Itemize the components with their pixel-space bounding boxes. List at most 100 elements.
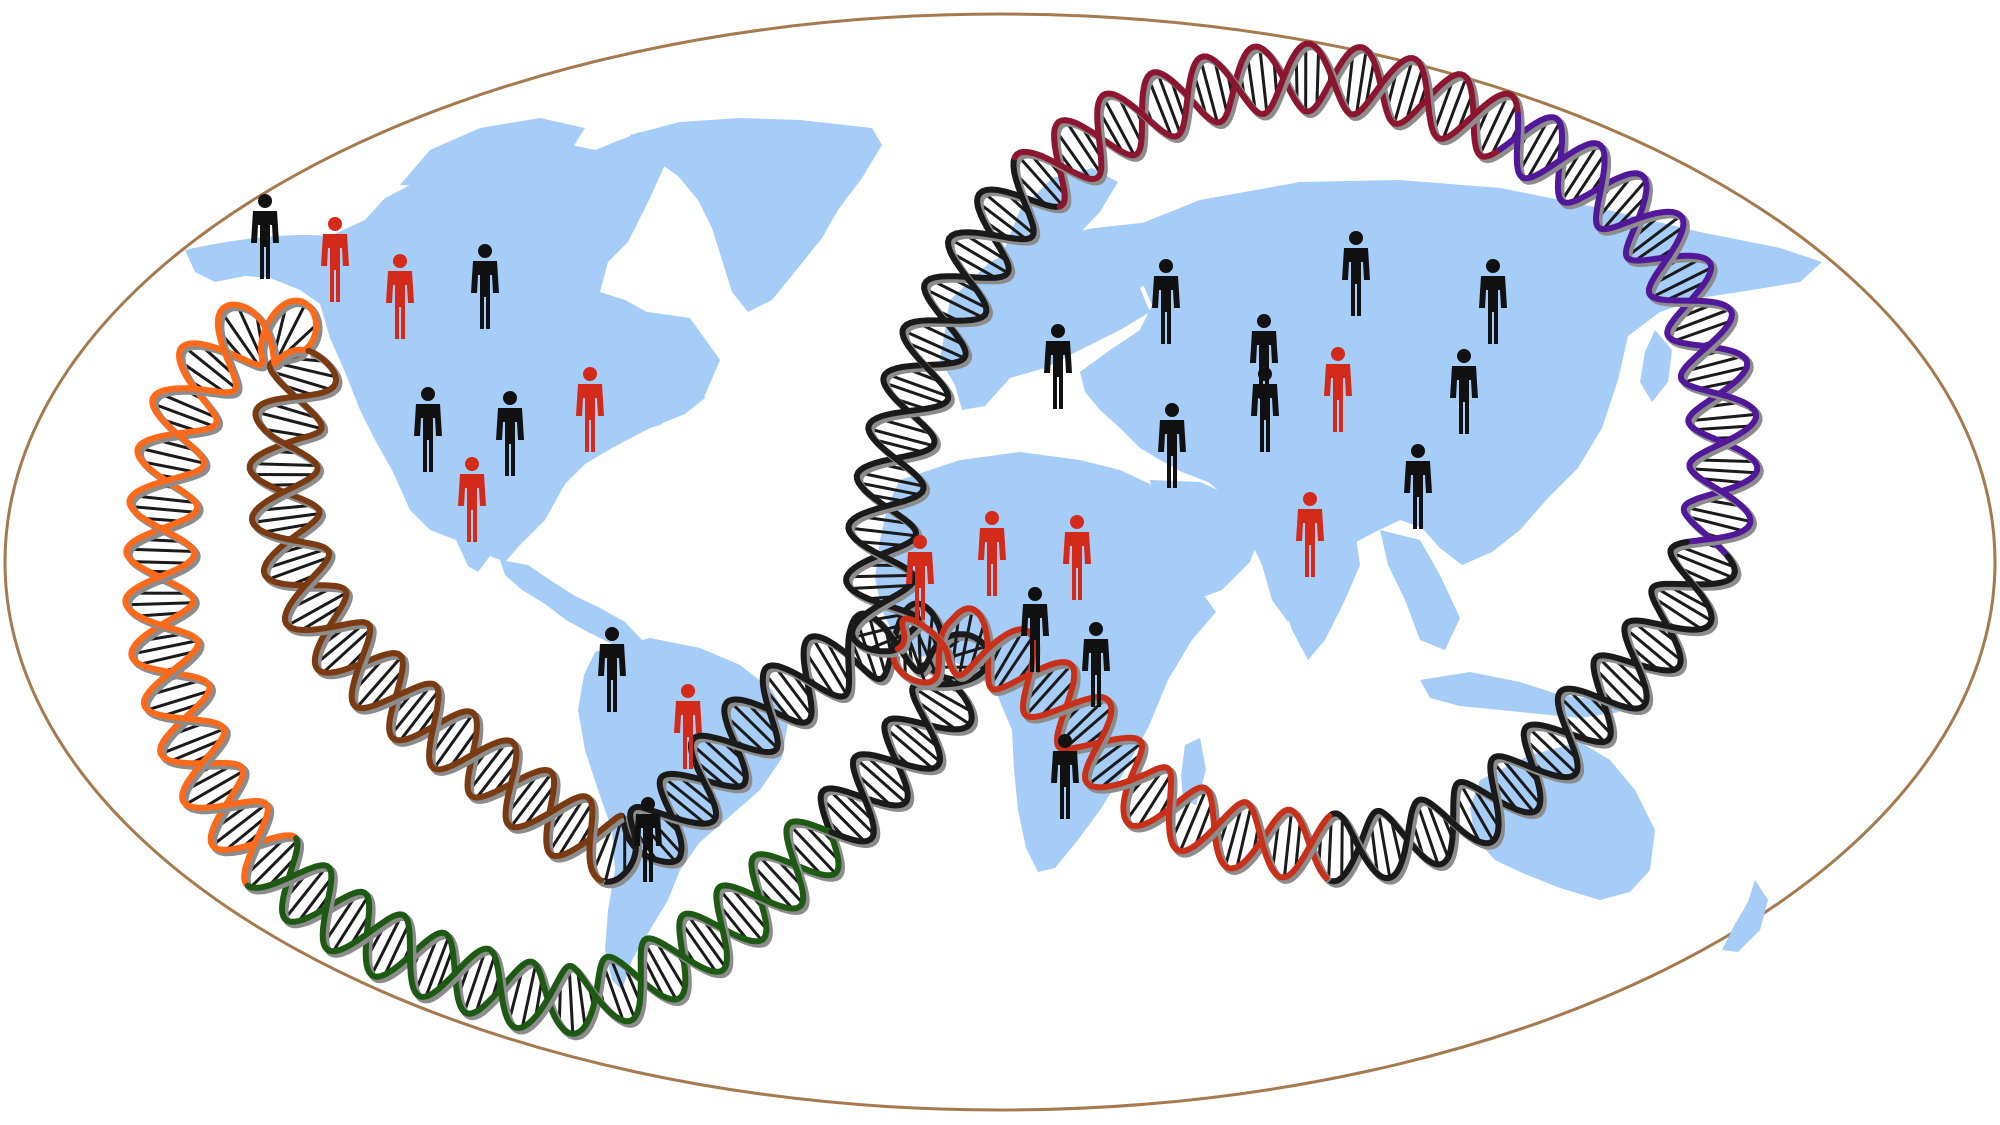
- helix-old-world-base-pair: [1490, 759, 1535, 813]
- helix-americas-base-pair: [762, 670, 805, 724]
- helix-old-world-base-pair: [1674, 319, 1731, 343]
- helix-americas-base-pair: [178, 360, 226, 394]
- helix-old-world-base-pair: [1040, 680, 1075, 717]
- person-figure-black: [1051, 734, 1079, 819]
- helix-americas-base-pair: [773, 664, 813, 716]
- person-head: [1159, 259, 1173, 273]
- helix-americas-base-pair: [474, 955, 497, 1012]
- helix-americas-base-pair: [287, 591, 348, 627]
- person-figure-black: [634, 797, 662, 882]
- helix-americas-base-pair: [399, 690, 440, 742]
- oval-frame: [3, 12, 1997, 1112]
- helix-old-world-base-pair: [1669, 550, 1733, 579]
- person-head: [328, 217, 342, 231]
- helix-old-world-base-pair: [1441, 76, 1468, 140]
- helix-americas-base-pair: [355, 655, 403, 709]
- helix-americas-base-pair: [690, 742, 741, 788]
- helix-old-world-base-pair: [1198, 57, 1219, 123]
- helix-old-world-base-pair: [976, 200, 1028, 241]
- helix-americas-base-pair: [273, 302, 307, 365]
- helix-americas-base-pair: [263, 427, 309, 438]
- helix-old-world-base-pair: [1063, 707, 1113, 750]
- person-head: [583, 367, 597, 381]
- helix-americas-base-pair: [142, 460, 196, 474]
- helix-americas-base-pair: [249, 839, 299, 889]
- person-figure-black: [1082, 622, 1110, 707]
- helix-old-world-base-pair: [1194, 802, 1214, 846]
- person-body: [906, 552, 934, 620]
- helix-old-world-base-pair: [1683, 505, 1751, 523]
- person-body: [1044, 341, 1072, 409]
- person-head: [1411, 444, 1425, 458]
- person-head: [1331, 347, 1345, 361]
- helix-americas-base-pair: [182, 344, 237, 390]
- person-body: [978, 528, 1006, 596]
- person-figure-black: [1044, 324, 1072, 409]
- person-figure-black: [496, 391, 524, 476]
- helix-old-world-base-pair: [1389, 819, 1403, 864]
- helix-americas-strand-shadow: [589, 602, 979, 869]
- person-body: [1250, 331, 1278, 399]
- helix-old-world-base-pair: [1101, 94, 1136, 156]
- helix-americas-strand-b: [248, 347, 605, 884]
- helix-old-world-base-pair: [1625, 214, 1682, 259]
- helix-old-world-base-pair: [1631, 619, 1682, 662]
- person-head: [1457, 349, 1471, 363]
- helix-old-world-base-pair: [883, 381, 945, 405]
- person-body: [1051, 751, 1079, 819]
- person-head: [503, 391, 517, 405]
- helix-old-world-base-pair: [1015, 153, 1064, 207]
- helix-old-world-base-pair: [1355, 49, 1368, 114]
- helix-old-world-base-pair: [1666, 280, 1706, 302]
- person-figure-red: [1296, 492, 1324, 577]
- person-body: [1296, 509, 1324, 577]
- person-head: [985, 511, 999, 525]
- helix-americas-base-pair: [509, 771, 554, 828]
- new-zealand: [1722, 880, 1768, 952]
- india: [1265, 512, 1360, 660]
- helix-americas-base-pair: [520, 964, 538, 1028]
- helix-americas-base-pair: [424, 936, 451, 998]
- person-body: [1158, 420, 1186, 488]
- helix-americas-base-pair: [728, 699, 779, 749]
- helix-old-world-base-pair: [1258, 47, 1269, 113]
- helix-americas-base-pair: [235, 304, 264, 360]
- helix-americas-base-pair: [283, 865, 329, 920]
- person-head: [1165, 403, 1179, 417]
- person-head: [1349, 231, 1363, 245]
- helix-americas-base-pair: [567, 965, 575, 1034]
- helix-americas-base-pair: [557, 802, 593, 857]
- helix-old-world-base-pair: [1695, 424, 1751, 432]
- person-body: [471, 261, 499, 329]
- helix-old-world-base-pair: [1364, 61, 1376, 105]
- person-head: [681, 684, 695, 698]
- helix-old-world-base-pair: [1623, 626, 1676, 671]
- helix-old-world-base-pair: [1405, 68, 1424, 120]
- helix-americas-base-pair: [151, 402, 214, 428]
- helix-old-world-base-pair: [885, 372, 949, 398]
- helix-old-world-base-pair: [1634, 225, 1684, 262]
- helix-old-world-base-pair: [1566, 687, 1612, 735]
- helix-old-world-base-pair: [1282, 810, 1294, 878]
- helix-old-world-base-pair: [1315, 50, 1321, 106]
- person-head: [393, 254, 407, 268]
- helix-old-world-strand-shadow: [1014, 43, 1525, 186]
- helix-americas-base-pair: [787, 822, 837, 875]
- helix-old-world-base-pair: [848, 526, 916, 538]
- helix-old-world-base-pair: [1064, 119, 1102, 174]
- helix-old-world-base-pair: [1560, 143, 1600, 202]
- person-figure-black: [251, 194, 279, 279]
- person-figure-black: [1158, 403, 1186, 488]
- helix-old-world-base-pair: [1525, 725, 1578, 775]
- helix-americas-base-pair: [331, 896, 370, 953]
- southeast-asia: [1380, 530, 1460, 650]
- helix-americas-strand-b: [586, 610, 992, 885]
- helix-americas-base-pair: [130, 639, 198, 656]
- helix-old-world-base-pair: [928, 277, 987, 310]
- person-figure-black: [471, 244, 499, 329]
- helix-americas-base-pair: [642, 940, 678, 1001]
- person-body: [1404, 461, 1432, 529]
- person-head: [421, 387, 435, 401]
- helix-old-world-base-pair: [1686, 515, 1744, 533]
- person-head: [1257, 314, 1271, 328]
